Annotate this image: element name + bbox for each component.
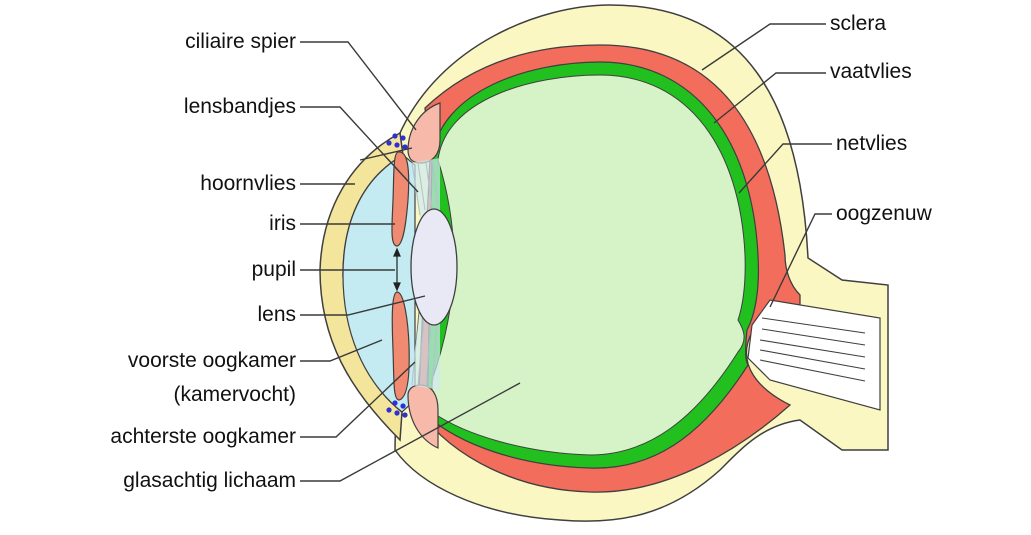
lens-shape (410, 208, 458, 326)
iris-bottom (391, 291, 410, 401)
aqueous-dots (386, 133, 408, 418)
label-netvlies: netvlies (836, 132, 908, 155)
leader-lens (300, 295, 426, 316)
leader-achterste-oogkamer (300, 361, 416, 438)
optic-nerve (747, 299, 881, 411)
ciliary-muscle-top (407, 102, 441, 164)
label-ciliaire-spier: ciliaire spier (185, 30, 296, 53)
leader-glasachtig-lichaam (300, 382, 521, 482)
leader-ciliaire-top-link (359, 147, 413, 161)
label-glasachtig-lichaam: glasachtig lichaam (123, 469, 296, 492)
leader-voorste-oogkamer (300, 339, 383, 362)
iris-top (391, 151, 410, 247)
zonule-fill-top (410, 158, 440, 218)
label-vaatvlies: vaatvlies (830, 60, 912, 83)
label-lens: lens (257, 303, 296, 326)
leader-sclera (701, 23, 826, 71)
label-sclera: sclera (830, 12, 887, 35)
label-voorste-oogkamer: voorste oogkamer (127, 349, 296, 372)
pupil-arrow (393, 247, 401, 292)
label-kamervocht: (kamervocht) (173, 383, 296, 406)
leader-oogzenuw (769, 213, 832, 308)
vitreous-shape (431, 74, 746, 456)
zonule-fill-bottom (410, 312, 440, 390)
label-oogzenuw: oogzenuw (836, 202, 932, 225)
label-lensbandjes: lensbandjes (183, 95, 296, 118)
leader-netvlies (738, 143, 832, 194)
leader-vaatvlies (713, 72, 826, 124)
label-hoornvlies: hoornvlies (200, 172, 296, 195)
leader-lensbandjes (300, 106, 419, 193)
label-achterste-oogkamer: achterste oogkamer (110, 425, 296, 448)
label-pupil: pupil (251, 258, 296, 281)
leader-ciliaire-spier (300, 41, 417, 131)
label-iris: iris (269, 212, 296, 235)
